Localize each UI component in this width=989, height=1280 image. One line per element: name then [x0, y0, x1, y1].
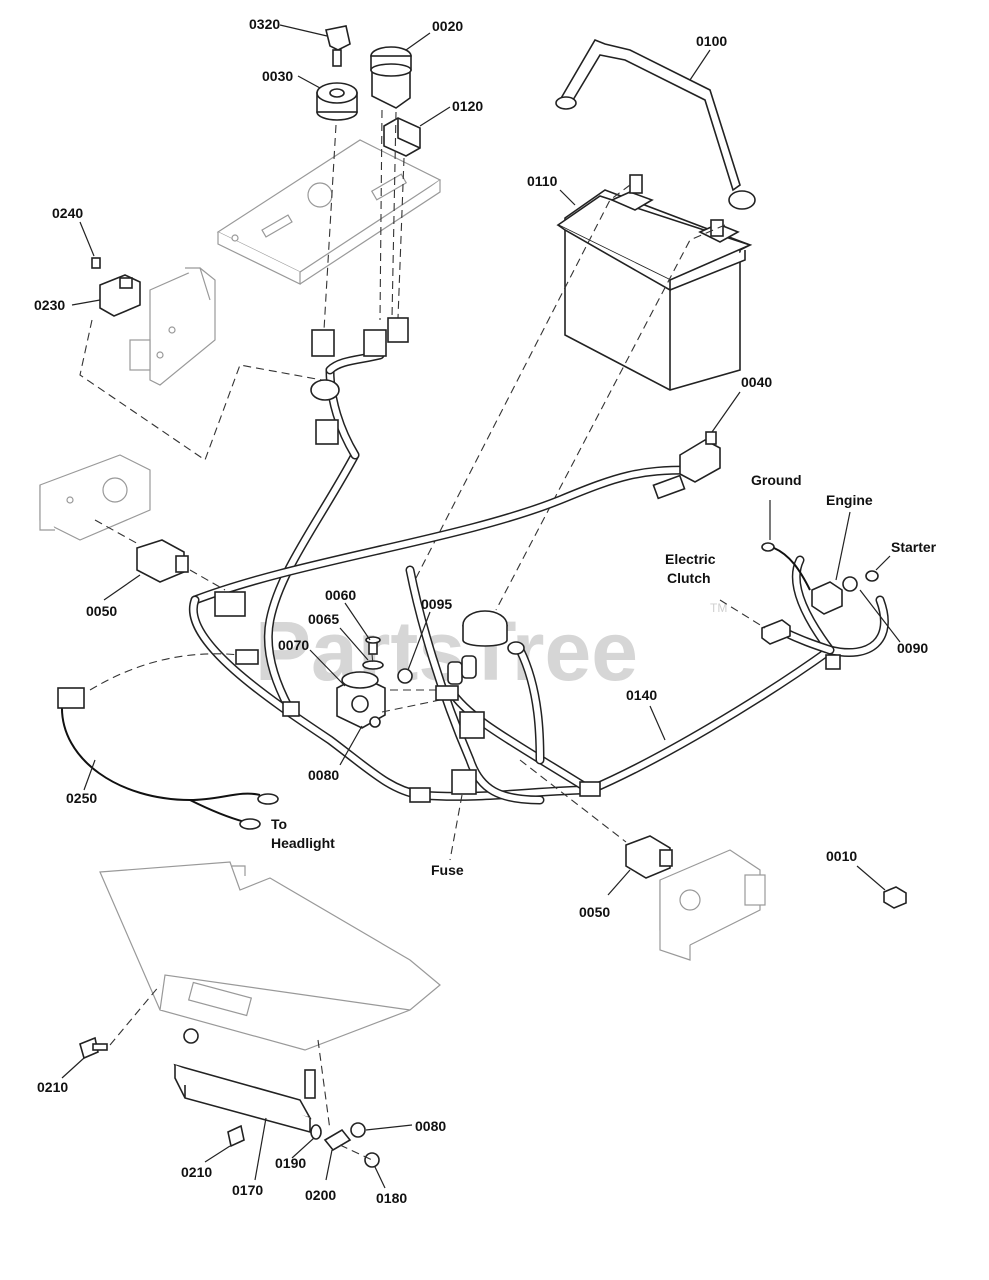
seat-switch[interactable]: [99, 274, 141, 317]
spare-connector-0010[interactable]: [856, 865, 907, 909]
label-starter: Starter: [891, 539, 937, 555]
starter-terminal[interactable]: [865, 570, 879, 582]
carriage-bolt-0210-left[interactable]: [61, 1036, 108, 1079]
pto-switch[interactable]: [370, 32, 431, 109]
callout-0170[interactable]: 0170: [232, 1182, 263, 1198]
callout-0010[interactable]: 0010: [826, 848, 857, 864]
headlight-plug[interactable]: [235, 649, 259, 665]
callout-0190[interactable]: 0190: [275, 1155, 306, 1171]
control-panel-plate: [216, 139, 442, 285]
interlock-switch-right[interactable]: [607, 835, 673, 896]
starter-solenoid[interactable]: [336, 671, 386, 729]
label-ground: Ground: [751, 472, 802, 488]
callout-0180[interactable]: 0180: [376, 1190, 407, 1206]
callout-0120[interactable]: 0120: [452, 98, 483, 114]
callout-0210-left[interactable]: 0210: [37, 1079, 68, 1095]
callout-0250[interactable]: 0250: [66, 790, 97, 806]
callout-0050-left[interactable]: 0050: [86, 603, 117, 619]
bracket-0200[interactable]: [323, 1128, 352, 1181]
battery-hold-down[interactable]: [555, 39, 756, 210]
callout-0020[interactable]: 0020: [432, 18, 463, 34]
seat-switch-screw[interactable]: [79, 221, 101, 269]
switch-connector[interactable]: [383, 106, 451, 157]
label-engine: Engine: [826, 492, 873, 508]
callout-0030[interactable]: 0030: [262, 68, 293, 84]
callout-0080-lower[interactable]: 0080: [415, 1118, 446, 1134]
label-to: To: [271, 816, 287, 832]
interlock-bracket-right: [659, 849, 766, 961]
label-electric: Electric: [665, 551, 716, 567]
callout-0230[interactable]: 0230: [34, 297, 65, 313]
callout-0210-right[interactable]: 0210: [181, 1164, 212, 1180]
nut-0080-lower[interactable]: [350, 1122, 413, 1138]
ignition-switch[interactable]: [297, 75, 358, 121]
fuse-block[interactable]: [173, 1028, 316, 1134]
callout-0100[interactable]: 0100: [696, 33, 727, 49]
battery[interactable]: [556, 174, 753, 391]
callout-0110[interactable]: 0110: [527, 173, 558, 189]
interlock-switch-left[interactable]: [103, 539, 189, 601]
nut-0180[interactable]: [364, 1152, 386, 1189]
ignition-key[interactable]: [279, 24, 351, 67]
callout-0060[interactable]: 0060: [325, 587, 356, 603]
washer-0190[interactable]: [291, 1124, 322, 1159]
callout-0095[interactable]: 0095: [421, 596, 452, 612]
callout-0240[interactable]: 0240: [52, 205, 83, 221]
callout-0200[interactable]: 0200: [305, 1187, 336, 1203]
carriage-bolt-0210-right[interactable]: [204, 1124, 245, 1163]
harness-clip: [282, 654, 841, 803]
callout-0090[interactable]: 0090: [897, 640, 928, 656]
ground-terminal[interactable]: [761, 542, 811, 591]
solenoid-washer[interactable]: [362, 660, 384, 670]
harness-connector-0040[interactable]: [652, 391, 741, 500]
callout-0050-right[interactable]: 0050: [579, 904, 610, 920]
callout-0040[interactable]: 0040: [741, 374, 772, 390]
starter-cable-boot[interactable]: [462, 610, 525, 655]
fuse-holder[interactable]: [435, 655, 485, 795]
callout-0140[interactable]: 0140: [626, 687, 657, 703]
electric-clutch-connector[interactable]: [761, 619, 791, 645]
label-fuse: Fuse: [431, 862, 464, 878]
label-headlight: Headlight: [271, 835, 335, 851]
label-clutch: Clutch: [667, 570, 711, 586]
main-wiring-harness[interactable]: [188, 450, 889, 805]
seat-switch-bracket: [129, 267, 216, 386]
watermark: PartsTree: [255, 604, 638, 698]
fender-panel: [99, 861, 441, 1051]
callout-0320[interactable]: 0320: [249, 16, 280, 32]
watermark-tm: TM: [710, 601, 727, 615]
interlock-bracket-left: [39, 454, 151, 541]
switch-harness-branch[interactable]: [310, 317, 409, 460]
solenoid-nut[interactable]: [369, 668, 413, 728]
headlight-wire[interactable]: [57, 687, 279, 830]
callout-0080-upper[interactable]: 0080: [308, 767, 339, 783]
callout-0065[interactable]: 0065: [308, 611, 339, 627]
engine-connector[interactable]: [811, 576, 858, 615]
callout-0070[interactable]: 0070: [278, 637, 309, 653]
harness-plug-left[interactable]: [214, 591, 246, 617]
